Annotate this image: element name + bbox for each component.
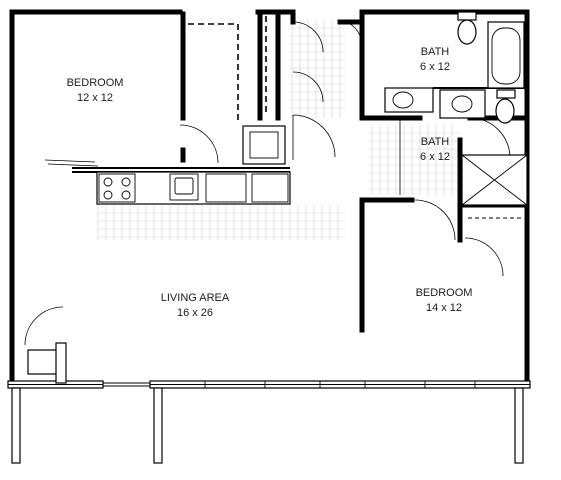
kitchen-sink-icon xyxy=(174,177,194,195)
room-label-bedroom-1: BEDROOM 12 x 12 xyxy=(67,77,124,104)
room-label-bedroom-2: BEDROOM 14 x 12 xyxy=(416,287,473,314)
shower-icon xyxy=(461,154,528,219)
bath-2-size: 6 x 12 xyxy=(420,151,450,163)
bedroom-closet-shelf xyxy=(188,23,239,120)
washer-dryer-icon xyxy=(242,125,286,165)
vanity-sink-icon xyxy=(384,87,434,113)
toilet-icon xyxy=(457,11,477,45)
bedroom-1-name: BEDROOM xyxy=(67,77,124,89)
room-label-bath-1: BATH 6 x 12 xyxy=(420,46,450,73)
room-label-living: LIVING AREA 16 x 26 xyxy=(161,292,230,319)
living-size: 16 x 26 xyxy=(177,307,213,319)
kitchen-counter xyxy=(96,171,291,205)
living-name: LIVING AREA xyxy=(161,292,230,304)
hvac-unit-icon xyxy=(27,342,67,384)
window-wall xyxy=(7,380,531,389)
stove-icon xyxy=(103,177,131,200)
bath-1-size: 6 x 12 xyxy=(420,61,450,73)
bathtub-icon xyxy=(487,21,525,89)
bedroom-2-size: 14 x 12 xyxy=(426,302,462,314)
room-label-bath-2: BATH 6 x 12 xyxy=(420,136,450,163)
bedroom-2-name: BEDROOM xyxy=(416,287,473,299)
vanity-sink-icon-2 xyxy=(439,89,486,119)
doors xyxy=(24,19,511,346)
bath-tile-floor xyxy=(368,125,460,195)
bedroom-1-size: 12 x 12 xyxy=(77,92,113,104)
toilet-icon-2 xyxy=(495,89,516,124)
kitchen-tile-floor xyxy=(97,205,345,240)
balcony-columns xyxy=(11,387,524,464)
bath-1-name: BATH xyxy=(421,46,450,58)
bath-2-name: BATH xyxy=(421,136,450,148)
